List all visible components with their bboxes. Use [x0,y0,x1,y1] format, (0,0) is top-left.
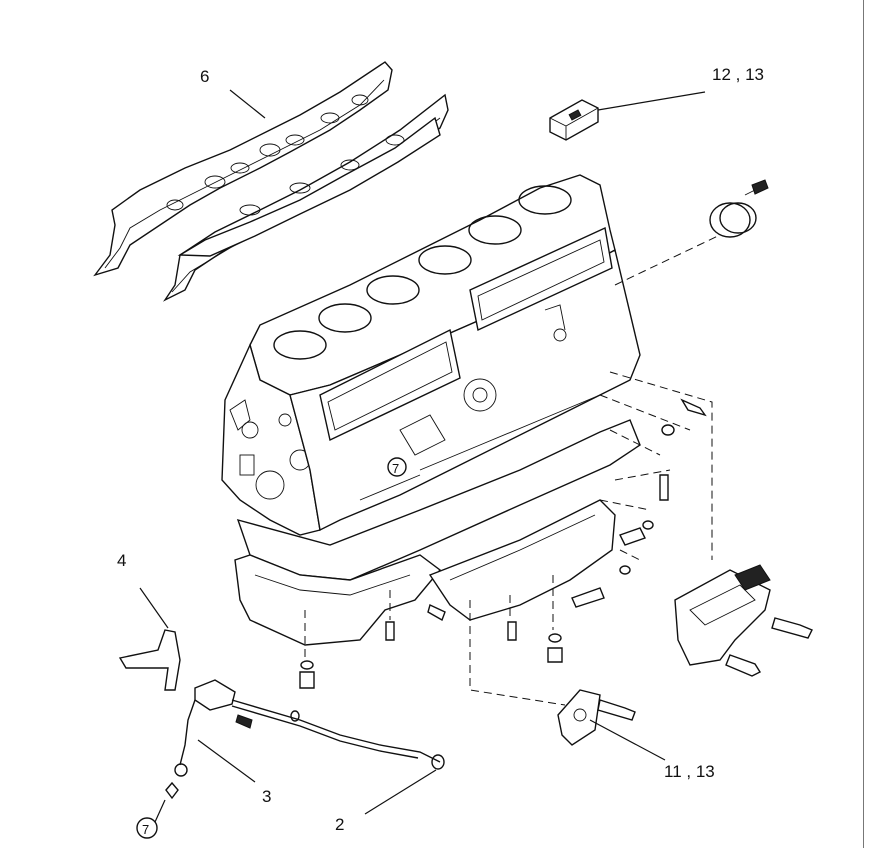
circle-7-lower-text: 7 [142,822,149,837]
gasket-set [93,61,449,302]
bolts-and-washers [299,398,707,689]
dipstick-assembly [118,629,445,800]
label-part-2: 2 [335,815,344,834]
oil-pan [234,419,641,646]
label-part-4: 4 [117,551,126,570]
sensor-part [549,99,599,141]
circle-7-upper-text: 7 [392,461,399,476]
label-part-11-13: 11 , 13 [664,762,715,781]
engine-block [221,174,641,536]
engine-mount-bracket [674,564,813,677]
leader-lines [139,89,706,823]
circle-7-upper: 7 [387,457,407,477]
page-edge-line [863,0,864,848]
assembly-dashed-lines [304,234,721,706]
label-part-6: 6 [200,67,209,86]
circle-7-lower: 7 [136,817,158,839]
water-outlet-part [709,179,769,238]
pump-cover [557,689,636,746]
label-part-12-13: 12 , 13 [712,65,764,84]
callout-labels: 6 12 , 13 4 3 2 11 , 13 7 7 [117,65,764,839]
label-part-3: 3 [262,787,271,806]
